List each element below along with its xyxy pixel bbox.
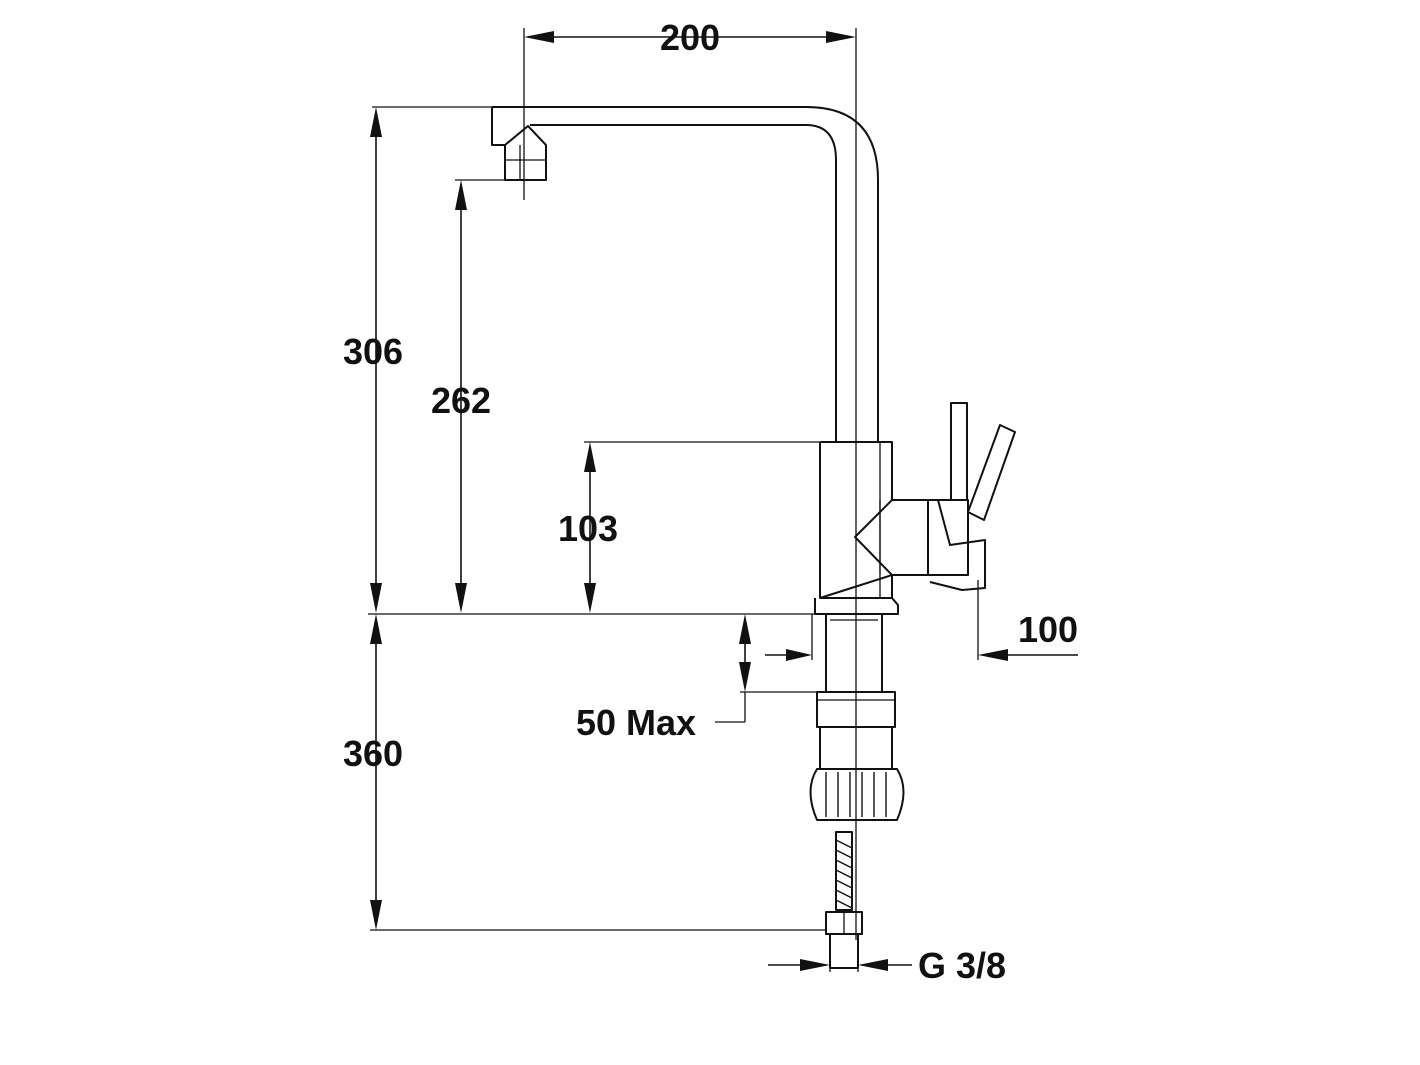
- arrow: [739, 662, 751, 692]
- connector-thread: [829, 933, 859, 969]
- arrow: [455, 583, 467, 613]
- counter-thickness-label: 50 Max: [576, 702, 696, 743]
- dimension-labels: 200 306 262 103 100 50 Max 360 G 3/8: [343, 17, 1078, 986]
- faucet-outline: [491, 106, 1016, 615]
- aerator: [491, 107, 547, 181]
- fixing-nut: [809, 768, 905, 821]
- nut-knurling: [825, 772, 887, 817]
- connection-thread-label: G 3/8: [918, 945, 1006, 986]
- handle-clearance-label: 100: [1018, 609, 1078, 650]
- lever-vertical: [950, 402, 968, 501]
- total-height-label: 306: [343, 331, 403, 372]
- hose-braid: [835, 839, 853, 909]
- outlet-height-label: 262: [431, 380, 491, 421]
- threaded-shank: [825, 613, 883, 693]
- supply-hose: [835, 831, 853, 911]
- arrow: [455, 180, 467, 210]
- spout-inner: [530, 124, 837, 442]
- lever-hub: [929, 499, 986, 591]
- hose-length-label: 360: [343, 733, 403, 774]
- arrow: [826, 31, 856, 43]
- mounting-hardware: [809, 613, 905, 969]
- arrow: [370, 900, 382, 930]
- arrow: [978, 649, 1008, 661]
- body-height-label: 103: [558, 508, 618, 549]
- lever-housing: [854, 499, 929, 576]
- arrow: [524, 31, 554, 43]
- arrow: [370, 614, 382, 644]
- arrow: [370, 107, 382, 137]
- arrow: [584, 442, 596, 472]
- arrow: [800, 959, 830, 971]
- spout-reach-label: 200: [660, 17, 720, 58]
- spout-outer: [492, 106, 879, 442]
- arrow: [739, 614, 751, 644]
- lever-angled: [967, 424, 1016, 521]
- arrow: [584, 583, 596, 613]
- dimension-lines: [368, 28, 1078, 972]
- base-flange: [814, 597, 899, 615]
- arrow: [370, 583, 382, 613]
- arrow: [786, 649, 812, 661]
- arrow: [858, 959, 888, 971]
- lever-block: [928, 499, 969, 576]
